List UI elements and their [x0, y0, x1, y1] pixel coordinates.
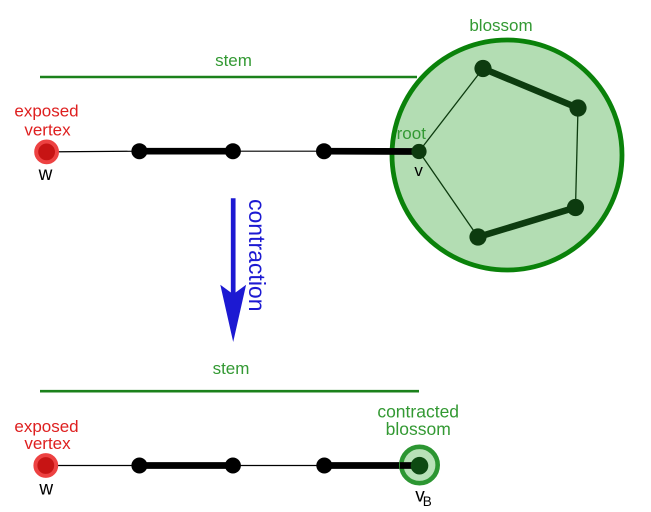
svg-text:vertex: vertex [24, 434, 71, 453]
svg-text:v: v [414, 161, 423, 180]
svg-text:stem: stem [215, 51, 252, 70]
svg-text:blossom: blossom [469, 16, 532, 35]
svg-text:exposed: exposed [14, 102, 78, 121]
svg-text:contraction: contraction [244, 199, 270, 312]
svg-text:blossom: blossom [386, 419, 451, 439]
svg-text:w: w [38, 164, 53, 185]
svg-text:stem: stem [213, 359, 250, 378]
svg-text:B: B [423, 494, 432, 509]
svg-text:w: w [38, 479, 53, 500]
svg-text:exposed: exposed [14, 417, 78, 436]
svg-text:root: root [397, 124, 427, 143]
svg-text:v: v [415, 485, 425, 506]
svg-text:vertex: vertex [24, 121, 71, 140]
svg-text:contracted: contracted [377, 402, 459, 422]
